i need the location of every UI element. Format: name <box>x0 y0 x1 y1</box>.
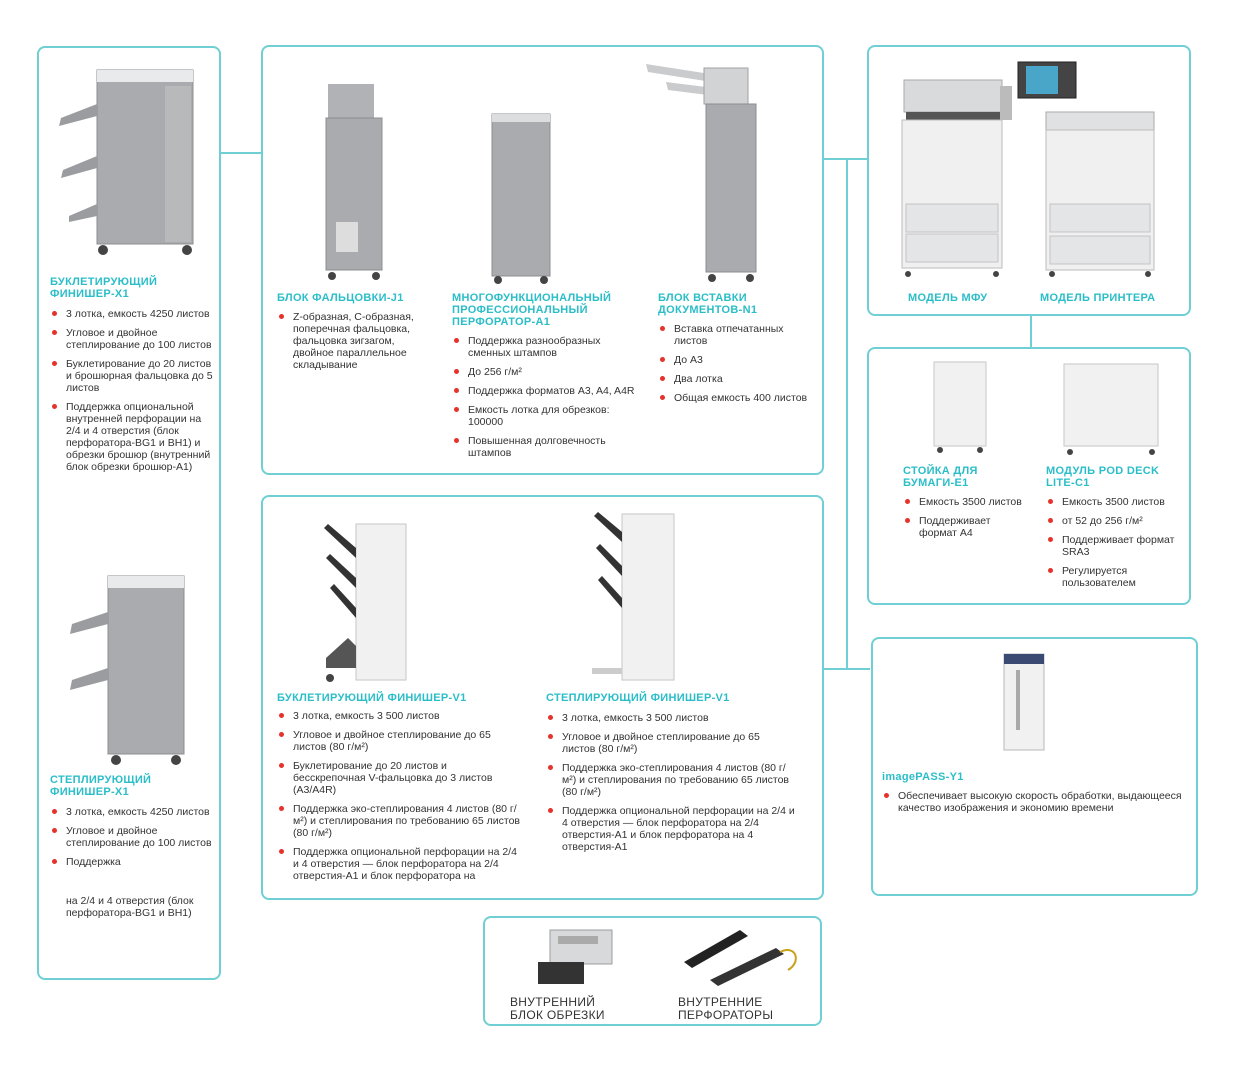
staple-finisher-x1-title: СТЕПЛИРУЮЩИЙ ФИНИШЕР-X1 <box>50 774 152 798</box>
feature-item: Буклетирование до 20 листов и бесскрепоч… <box>277 760 522 796</box>
feature-item: Два лотка <box>658 373 818 385</box>
feature-item: Поддержка эко-степлирования 4 листов (80… <box>277 803 522 839</box>
paper-stand-e1-title: СТОЙКА ДЛЯ БУМАГИ-E1 <box>903 465 978 489</box>
puncher-a1-features: Поддержка разнообразных сменных штампов … <box>452 335 637 466</box>
connector-line <box>846 158 848 668</box>
feature-item: Повышенная долговечность штампов <box>452 435 637 459</box>
paper-stand-e1-features: Емкость 3500 листов Поддерживает формат … <box>903 496 1023 546</box>
pod-deck-c1-title: МОДУЛЬ POD DECK LITE-C1 <box>1046 465 1160 489</box>
imagepass-y1-title: imagePASS-Y1 <box>882 771 964 783</box>
mfp-model-caption: МОДЕЛЬ МФУ <box>908 292 988 304</box>
imagepass-y1-features: Обеспечивает высокую скорость обработки,… <box>882 790 1187 821</box>
printer-model-image <box>1045 111 1155 277</box>
pod-deck-c1-features: Емкость 3500 листов от 52 до 256 г/м² По… <box>1046 496 1186 596</box>
booklet-finisher-v1-title: БУКЛЕТИРУЮЩИЙ ФИНИШЕР-V1 <box>277 692 467 704</box>
feature-item: Поддержка опциональной внутренней перфор… <box>50 401 215 473</box>
feature-item: Поддержка эко-степлирования 4 листов (80… <box>546 762 796 798</box>
imagepass-panel <box>871 637 1198 896</box>
feature-item: Обеспечивает высокую скорость обработки,… <box>882 790 1187 814</box>
feature-item: Поддержка опциональной перфорации на 2/4… <box>277 846 522 882</box>
feature-item: До 256 г/м² <box>452 366 637 378</box>
staple-finisher-x1-tail: на 2/4 и 4 отверстия (блок перфоратора-B… <box>66 895 194 919</box>
folding-unit-j1-features: Z-образная, C-образная, поперечная фальц… <box>277 311 437 378</box>
staple-finisher-v1-title: СТЕПЛИРУЮЩИЙ ФИНИШЕР-V1 <box>546 692 730 704</box>
booklet-finisher-v1-image <box>324 523 407 682</box>
feature-item: Угловое и двойное степлирование до 65 ли… <box>546 731 796 755</box>
feature-item: 3 лотка, емкость 4250 листов <box>50 308 215 320</box>
feature-item: Поддержка разнообразных сменных штампов <box>452 335 637 359</box>
staple-finisher-v1-image <box>592 512 675 681</box>
feature-item: Поддержка <box>50 856 215 868</box>
feature-item: 3 лотка, емкость 4250 листов <box>50 806 215 818</box>
staple-finisher-x1-image <box>70 575 185 765</box>
folding-unit-j1-title: БЛОК ФАЛЬЦОВКИ-J1 <box>277 292 404 304</box>
feature-item: Угловое и двойное степлирование до 100 л… <box>50 327 215 351</box>
paper-stand-e1-image <box>933 361 987 453</box>
booklet-finisher-x1-image <box>59 69 194 255</box>
internal-punchers-caption: ВНУТРЕННИЕ ПЕРФОРАТОРЫ <box>678 995 774 1022</box>
feature-item: 3 лотка, емкость 3 500 листов <box>546 712 796 724</box>
connector-line <box>221 152 262 154</box>
feature-item: Буклетирование до 20 листов и брошюрная … <box>50 358 215 394</box>
feature-item: Емкость 3500 листов <box>903 496 1023 508</box>
feature-item: Поддерживает формат A4 <box>903 515 1023 539</box>
feature-item: Поддерживает формат SRA3 <box>1046 534 1186 558</box>
feature-item: Угловое и двойное степлирование до 65 ли… <box>277 729 522 753</box>
inserter-n1-features: Вставка отпечатанных листов До A3 Два ло… <box>658 323 818 411</box>
feature-item: Z-образная, C-образная, поперечная фальц… <box>277 311 437 371</box>
feature-item: Угловое и двойное степлирование до 100 л… <box>50 825 215 849</box>
booklet-finisher-x1-features: 3 лотка, емкость 4250 листов Угловое и д… <box>50 308 215 480</box>
internal-punchers-image <box>684 930 797 986</box>
feature-item: Регулируется пользователем <box>1046 565 1186 589</box>
feature-item: До A3 <box>658 354 818 366</box>
feature-item: Поддержка опциональной перфорации на 2/4… <box>546 805 796 853</box>
feature-item: от 52 до 256 г/м² <box>1046 515 1186 527</box>
booklet-finisher-v1-features: 3 лотка, емкость 3 500 листов Угловое и … <box>277 710 522 889</box>
feature-item: Вставка отпечатанных листов <box>658 323 818 347</box>
booklet-finisher-x1-title: БУКЛЕТИРУЮЩИЙ ФИНИШЕР-X1 <box>50 276 158 300</box>
feature-item: 3 лотка, емкость 3 500 листов <box>277 710 522 722</box>
internal-trimmer-caption: ВНУТРЕННИЙ БЛОК ОБРЕЗКИ <box>510 995 605 1022</box>
inserter-n1-title: БЛОК ВСТАВКИ ДОКУМЕНТОВ-N1 <box>658 292 758 316</box>
feature-item: Емкость 3500 листов <box>1046 496 1186 508</box>
connector-line <box>824 668 848 670</box>
feature-item: Емкость лотка для обрезков: 100000 <box>452 404 637 428</box>
feature-item: Общая емкость 400 листов <box>658 392 818 404</box>
inserter-n1-image <box>646 64 757 282</box>
folding-unit-j1-image <box>325 84 383 280</box>
internal-trimmer-image <box>538 929 613 984</box>
staple-finisher-v1-features: 3 лотка, емкость 3 500 листов Угловое и … <box>546 712 796 860</box>
connector-line <box>846 668 870 670</box>
puncher-a1-image <box>491 113 551 284</box>
printer-model-caption: МОДЕЛЬ ПРИНТЕРА <box>1040 292 1156 304</box>
staple-finisher-x1-features: 3 лотка, емкость 4250 листов Угловое и д… <box>50 806 215 868</box>
imagepass-y1-image <box>1003 653 1045 751</box>
mfp-model-image <box>901 61 1077 277</box>
pod-deck-c1-image <box>1063 363 1159 455</box>
bottom-middle-panel <box>261 495 824 900</box>
feature-item: Поддержка форматов A3, A4, A4R <box>452 385 637 397</box>
puncher-a1-title: МНОГОФУНКЦИОНАЛЬНЫЙ ПРОФЕССИОНАЛЬНЫЙ ПЕР… <box>452 292 612 328</box>
connector-line <box>1030 316 1032 348</box>
